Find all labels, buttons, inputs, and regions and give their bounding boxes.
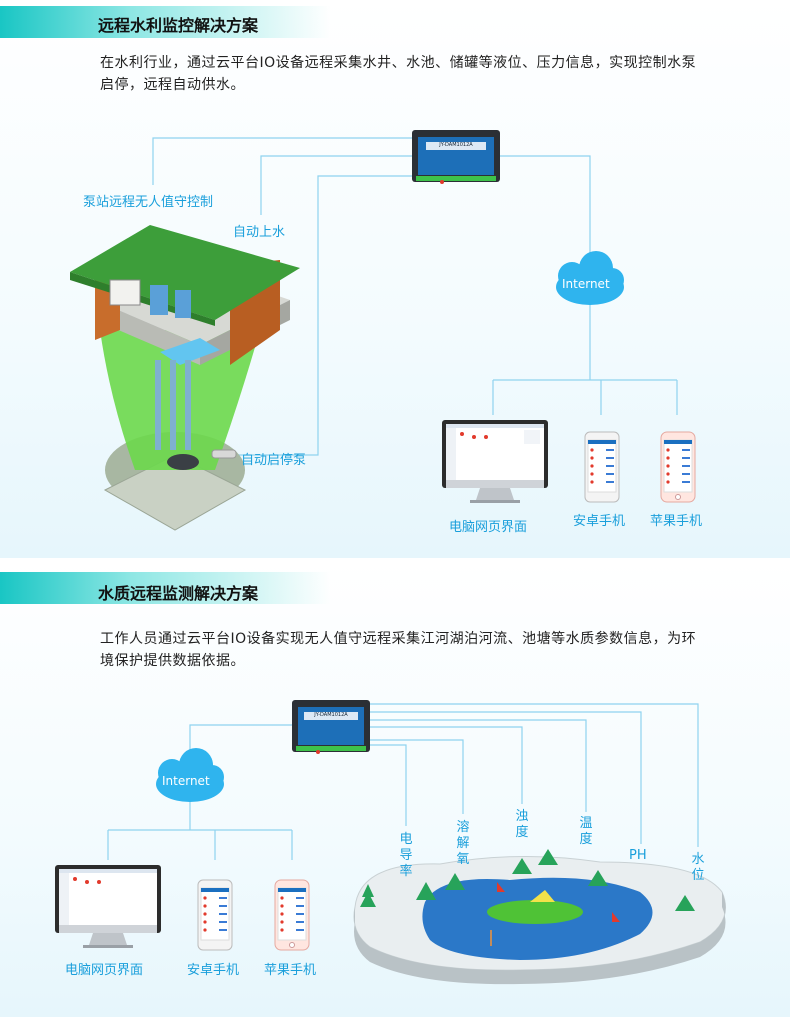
label-apple: 苹果手机 xyxy=(650,514,703,529)
io-device-model: JY-DAM1012A xyxy=(438,142,473,148)
io-device-model: JY-DAM1012A xyxy=(313,712,348,718)
section-description: 工作人员通过云平台IO设备实现无人值守远程采集江河湖泊河流、池塘等水质参数信息，… xyxy=(100,631,697,669)
label-auto-pump: 自动启停泵 xyxy=(241,453,307,468)
connector-cloud-clients xyxy=(107,802,293,860)
label-internet: Internet xyxy=(162,774,210,788)
section-title: 水质远程监测解决方案 xyxy=(98,584,259,603)
label-ph: PH xyxy=(629,848,647,863)
boats xyxy=(497,882,620,922)
cloud-internet xyxy=(156,748,224,802)
connector-auto-fill xyxy=(260,155,412,215)
cloud-internet xyxy=(556,251,624,305)
label-pc-web: 电脑网页界面 xyxy=(65,963,144,978)
connector-conductivity xyxy=(370,744,407,826)
label-water-level: 水位 xyxy=(691,852,705,883)
connector-turbidity xyxy=(370,726,523,804)
io-device xyxy=(412,130,500,184)
label-internet: Internet xyxy=(562,277,610,291)
connector-temperature xyxy=(370,719,587,812)
connector-dissolved-oxygen xyxy=(370,739,464,814)
section-water-conservancy: 远程水利监控解决方案 在水利行业，通过云平台IO设备远程采集水井、水池、储罐等液… xyxy=(0,0,790,558)
label-conductivity: 电导率 xyxy=(399,832,413,879)
pc-monitor xyxy=(442,420,548,503)
label-pc-web: 电脑网页界面 xyxy=(449,520,528,535)
label-pump-station: 泵站远程无人值守控制 xyxy=(83,195,214,210)
label-dissolved-oxygen: 溶解氧 xyxy=(456,820,470,867)
label-apple: 苹果手机 xyxy=(264,963,317,978)
section-header-bar xyxy=(0,572,330,604)
section-water-quality: 水质远程监测解决方案 工作人员通过云平台IO设备实现无人值守远程采集江河湖泊河流… xyxy=(0,562,790,1017)
connector-auto-pump xyxy=(236,175,412,456)
lake-illustration xyxy=(353,855,726,985)
diagram-water-quality: JY-DAM1012A xyxy=(55,700,726,985)
connector-ph xyxy=(370,711,642,844)
label-auto-fill: 自动上水 xyxy=(233,225,286,240)
diagram-water-conservancy: JY-DAM1012A xyxy=(70,130,696,531)
label-android: 安卓手机 xyxy=(573,514,626,529)
label-turbidity: 浊度 xyxy=(515,809,529,840)
android-phone xyxy=(197,879,233,951)
connector-device-cloud xyxy=(500,155,591,255)
label-temperature: 温度 xyxy=(579,816,593,847)
apple-phone xyxy=(274,879,310,951)
connector-pump-station xyxy=(152,137,412,185)
section-title: 远程水利监控解决方案 xyxy=(98,16,259,35)
pc-monitor xyxy=(55,865,161,948)
pump-house-illustration xyxy=(70,225,300,531)
android-phone xyxy=(584,431,620,503)
label-android: 安卓手机 xyxy=(187,963,240,978)
io-device xyxy=(292,700,370,754)
connector-cloud-clients xyxy=(492,305,678,415)
section-description: 在水利行业，通过云平台IO设备远程采集水井、水池、储罐等液位、压力信息，实现控制… xyxy=(100,55,697,93)
section-header-bar xyxy=(0,6,330,38)
trees xyxy=(360,849,695,911)
connector-water-level xyxy=(370,703,699,847)
apple-phone xyxy=(660,431,696,503)
